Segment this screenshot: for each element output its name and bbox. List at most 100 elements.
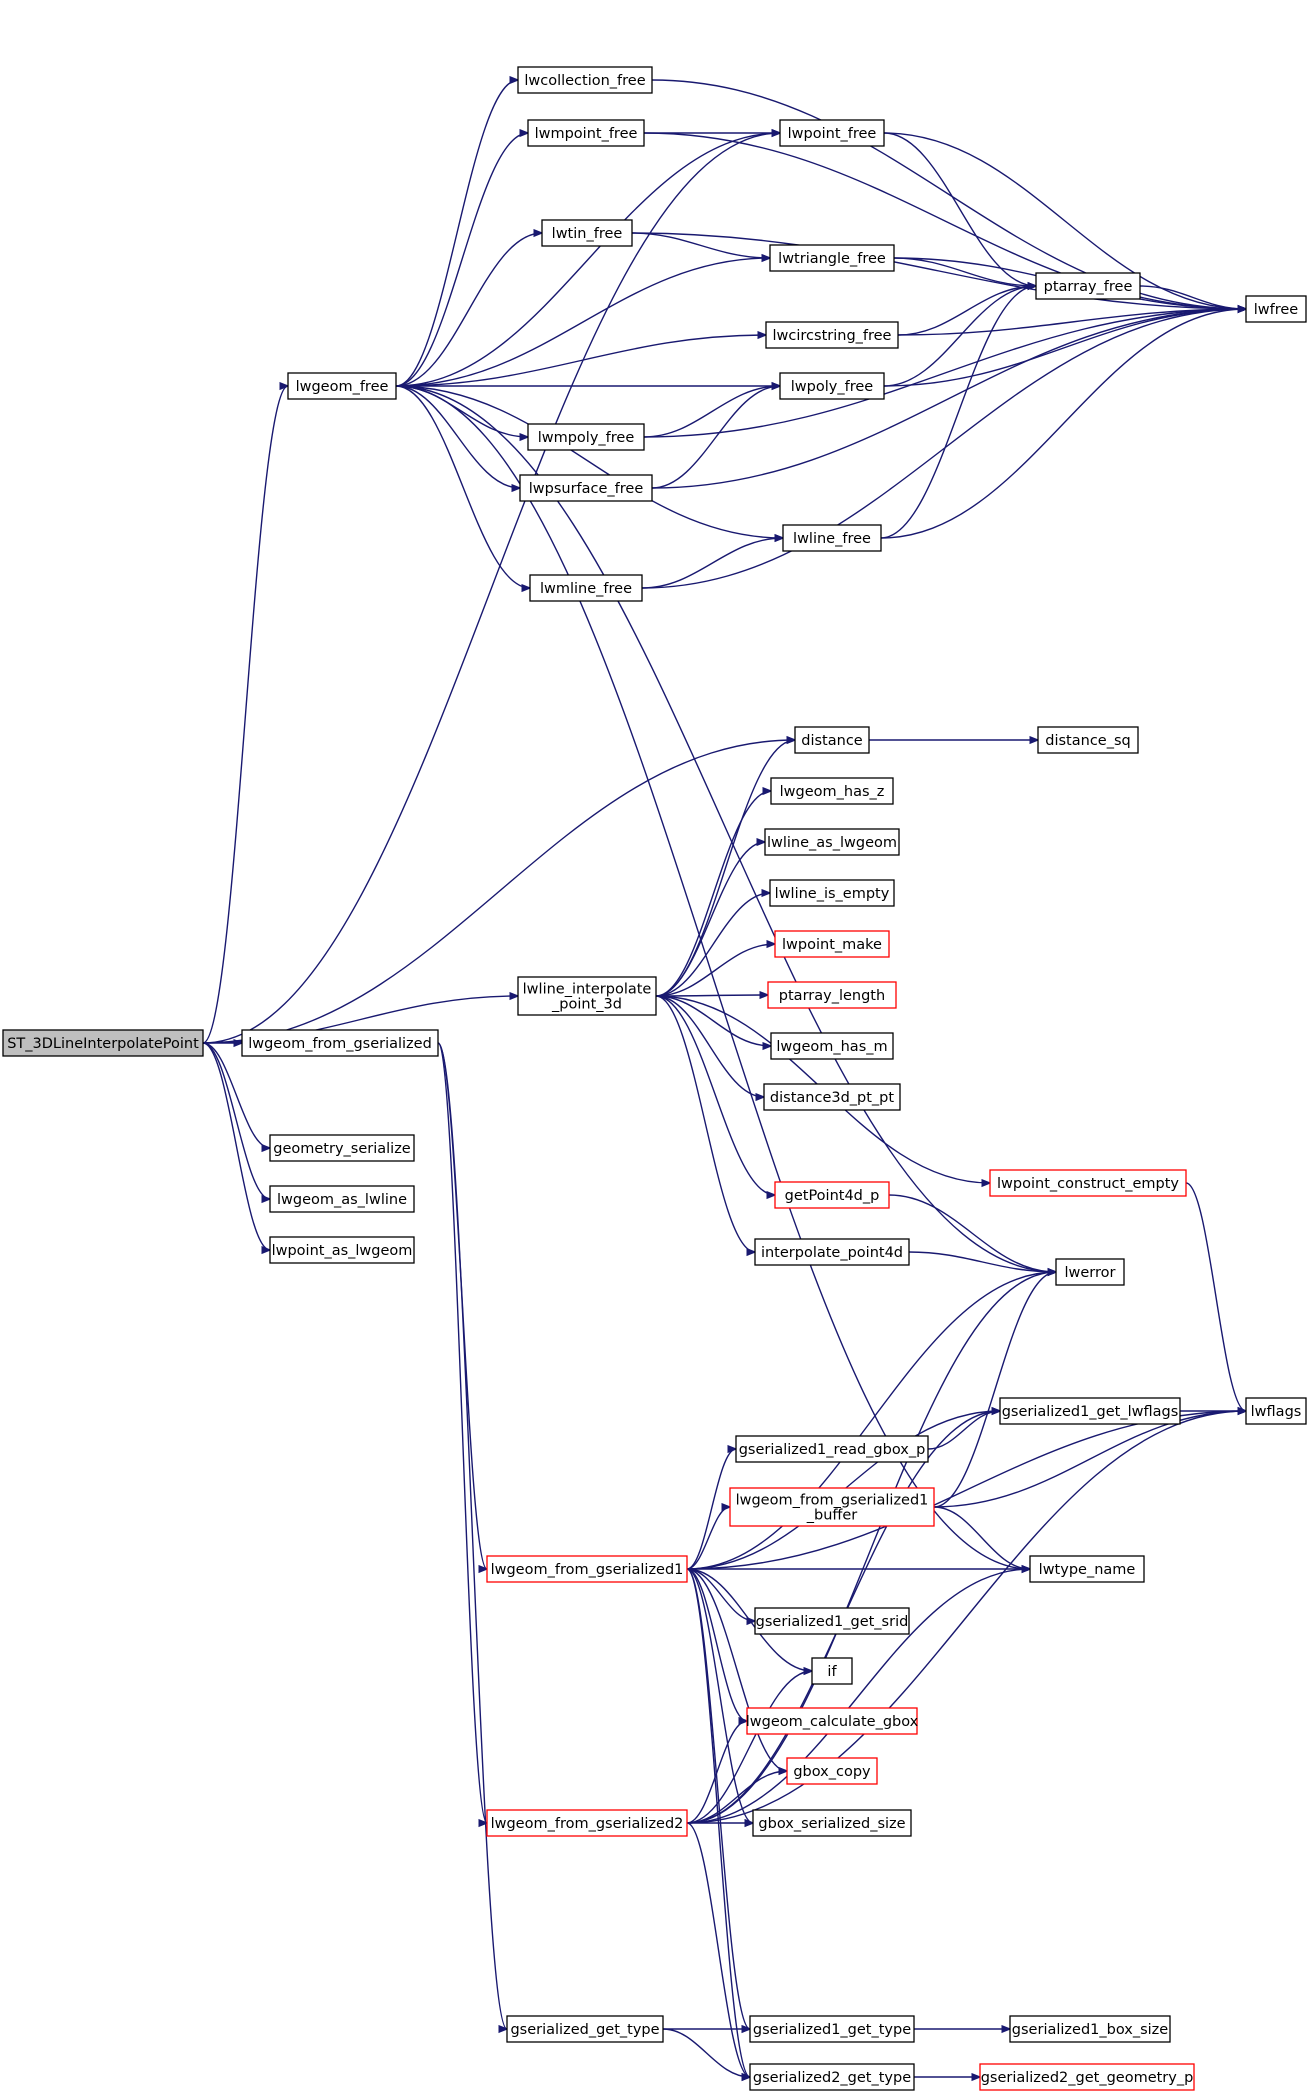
function-node[interactable]: lwflags (1245, 1397, 1307, 1425)
edge-line (686, 1272, 1056, 1570)
function-node[interactable]: lwgeom_has_z (770, 777, 894, 805)
function-node[interactable]: lwpoint_as_lwgeom (269, 1236, 415, 1264)
node-label: lwtype_name (1039, 1562, 1136, 1578)
edge-line (631, 232, 1246, 309)
function-node[interactable]: distance3d_pt_pt (763, 1083, 901, 1111)
function-node[interactable]: lwpsurface_free (519, 474, 653, 502)
edge-line (651, 309, 1246, 489)
node-box (979, 2063, 1195, 2091)
node-label: _point_3d (551, 997, 622, 1013)
node-layer: ST_3DLineInterpolatePoint lwgeom_free lwco… (2, 66, 1307, 2091)
function-node[interactable]: lwmpoly_free (527, 423, 645, 451)
node-box (1055, 1258, 1125, 1286)
function-node[interactable]: lwgeom_as_lwline (269, 1185, 415, 1213)
function-node[interactable]: lwgeom_from_gserialized1_buffer (729, 1487, 935, 1527)
function-node[interactable]: lwpoint_free (779, 119, 885, 147)
node-box (519, 474, 653, 502)
node-label: lwgeom_from_gserialized1 (736, 1493, 929, 1509)
node-box (1035, 272, 1141, 300)
function-node[interactable]: lwpoly_free (779, 372, 885, 400)
function-node[interactable]: lwline_free (782, 524, 882, 552)
edge-line (395, 385, 530, 588)
function-node[interactable]: distance (794, 726, 870, 754)
function-node[interactable]: lwgeom_from_gserialized (241, 1029, 439, 1057)
function-node[interactable]: lwline_as_lwgeom (764, 828, 900, 856)
node-box (269, 1185, 415, 1213)
function-node[interactable]: gserialized2_get_geometry_p (979, 2063, 1195, 2091)
edge-line (655, 791, 771, 997)
node-label: distance3d_pt_pt (770, 1090, 894, 1106)
call-edge (686, 1568, 787, 1771)
function-node[interactable]: lwline_interpolate_point_3d (517, 976, 657, 1016)
node-label: gserialized1_get_type (753, 2022, 911, 2038)
function-node[interactable]: interpolate_point4d (754, 1238, 910, 1266)
edge-line (686, 1507, 730, 1570)
edge-line (655, 893, 770, 997)
function-node[interactable]: distance_sq (1037, 726, 1139, 754)
function-node[interactable]: lwtriangle_free (769, 244, 895, 272)
node-label: getPoint4d_p (785, 1188, 880, 1204)
node-label: lwcollection_free (524, 73, 645, 89)
edge-line (880, 309, 1246, 539)
function-node[interactable]: ptarray_free (1035, 272, 1141, 300)
function-node[interactable]: ptarray_length (767, 981, 897, 1009)
function-node[interactable]: gserialized1_get_type (749, 2015, 915, 2043)
function-node[interactable]: lwtype_name (1029, 1555, 1145, 1583)
edge-line (202, 386, 288, 1044)
call-edge (651, 79, 1246, 309)
function-node[interactable]: lwgeom_free (287, 372, 397, 400)
function-node[interactable]: gserialized1_get_srid (754, 1607, 910, 1635)
function-node[interactable]: lwgeom_calculate_gbox (746, 1707, 919, 1735)
function-node[interactable]: getPoint4d_p (774, 1181, 890, 1209)
edge-line (437, 1042, 508, 2029)
edge-line (655, 995, 764, 1097)
node-label: lwpoly_free (791, 379, 873, 395)
function-node[interactable]: gserialized1_read_gbox_p (735, 1435, 929, 1463)
function-node[interactable]: gserialized2_get_type (749, 2063, 915, 2091)
edge-line (395, 80, 518, 387)
edge-line (437, 1042, 488, 1823)
node-label: gserialized1_get_lwflags (1002, 1404, 1179, 1420)
function-node[interactable]: lwcollection_free (517, 66, 653, 94)
function-node[interactable]: lwfree (1245, 295, 1307, 323)
node-label: ptarray_length (779, 988, 885, 1004)
function-node[interactable]: lwmline_free (529, 574, 643, 602)
function-node[interactable]: gbox_copy (786, 1757, 878, 1785)
function-node[interactable]: geometry_serialize (269, 1134, 415, 1162)
function-node[interactable]: lwpoint_make (774, 930, 890, 958)
function-node[interactable]: lwgeom_has_m (770, 1032, 894, 1060)
function-node[interactable]: lwmpoint_free (527, 119, 645, 147)
node-label: gbox_serialized_size (758, 1816, 905, 1832)
function-node[interactable]: lwgeom_from_gserialized1 (486, 1555, 688, 1583)
function-node[interactable]: lwtin_free (541, 219, 633, 247)
function-node[interactable]: gserialized_get_type (506, 2015, 664, 2043)
function-node[interactable]: ST_3DLineInterpolatePoint (2, 1029, 204, 1057)
function-node[interactable]: lwpoint_construct_empty (989, 1169, 1187, 1197)
node-label: lwtriangle_free (778, 251, 886, 267)
function-node[interactable]: if (811, 1657, 853, 1685)
call-edge (686, 1272, 1056, 1570)
node-label: lwmpoint_free (535, 126, 638, 142)
node-box (517, 66, 653, 94)
function-node[interactable]: lwerror (1055, 1258, 1125, 1286)
function-node[interactable]: lwcircstring_free (765, 321, 899, 349)
function-node[interactable]: gbox_serialized_size (752, 1809, 912, 1837)
function-node[interactable]: lwline_is_empty (769, 879, 895, 907)
edge-line (893, 257, 1036, 286)
call-edge (395, 258, 770, 387)
function-node[interactable]: gserialized1_box_size (1009, 2015, 1171, 2043)
function-node[interactable]: lwgeom_from_gserialized2 (486, 1809, 688, 1837)
edge-line (643, 132, 1246, 309)
edge-line (641, 538, 783, 589)
call-edge (202, 1042, 270, 1148)
edge-line (643, 309, 1246, 438)
node-label: lwpoint_make (782, 937, 882, 953)
node-box (1037, 726, 1139, 754)
edge-line (202, 1042, 270, 1199)
node-label: lwpoint_as_lwgeom (272, 1243, 413, 1259)
function-node[interactable]: gserialized1_get_lwflags (999, 1397, 1181, 1425)
node-box (770, 777, 894, 805)
node-label: gserialized1_get_srid (756, 1614, 909, 1630)
edge-line (202, 133, 780, 1044)
node-box (769, 879, 895, 907)
